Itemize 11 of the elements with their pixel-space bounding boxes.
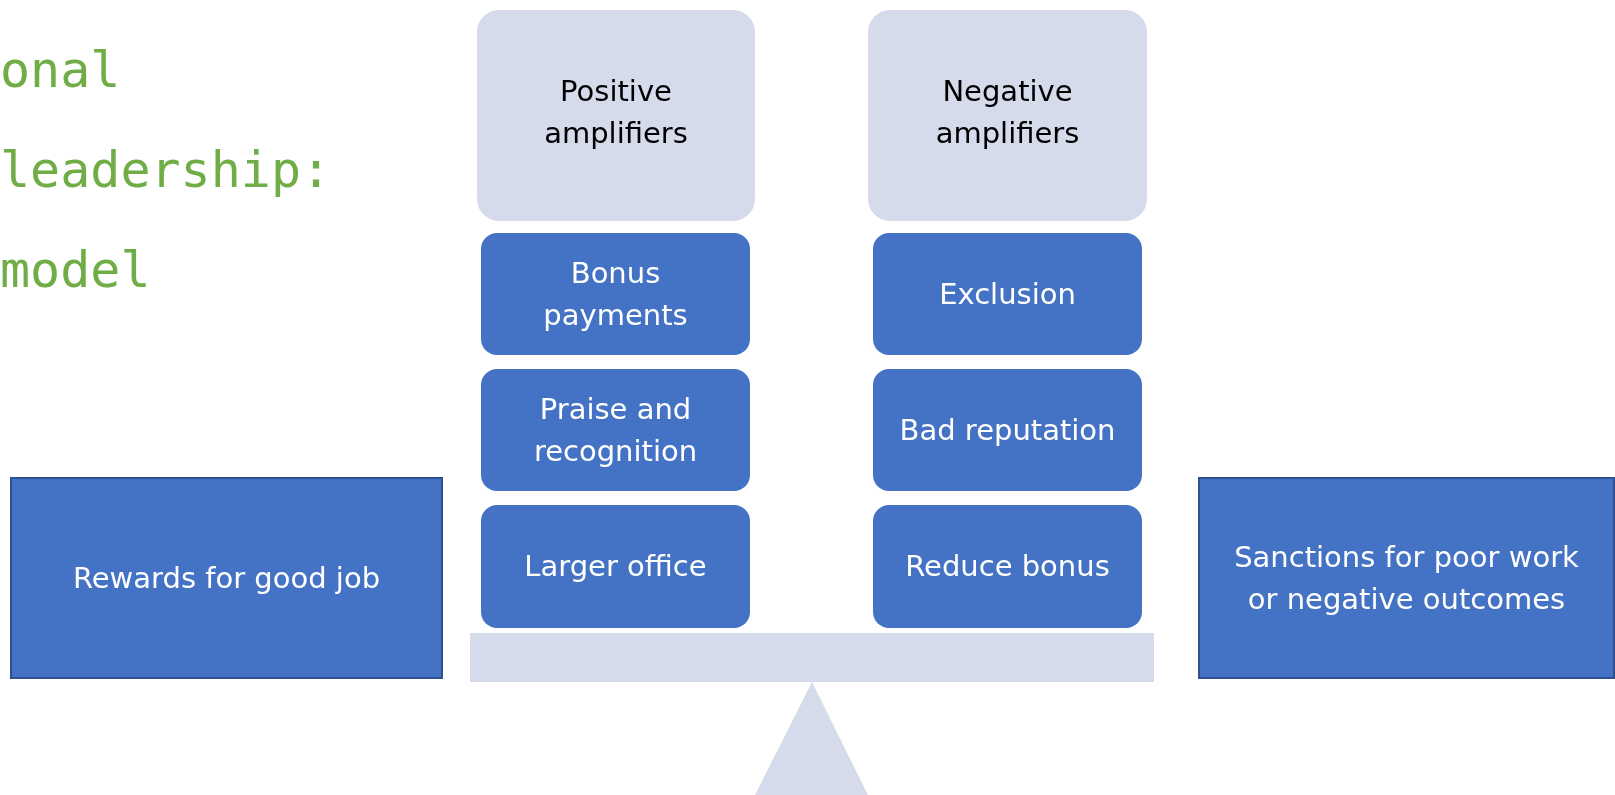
item-box: Praise and recognition <box>481 369 750 491</box>
item-box: Larger office <box>481 505 750 628</box>
side-box: Rewards for good job <box>10 477 443 679</box>
item-box: Reduce bonus <box>873 505 1142 628</box>
item-box: Exclusion <box>873 233 1142 355</box>
category-header: Positive amplifiers <box>477 10 755 221</box>
item-box: Bonus payments <box>481 233 750 355</box>
item-box: Bad reputation <box>873 369 1142 491</box>
category-header: Negative amplifiers <box>868 10 1147 221</box>
title: onal leadership: model <box>0 40 333 301</box>
side-box: Sanctions for poor work or negative outcomes <box>1198 477 1615 679</box>
